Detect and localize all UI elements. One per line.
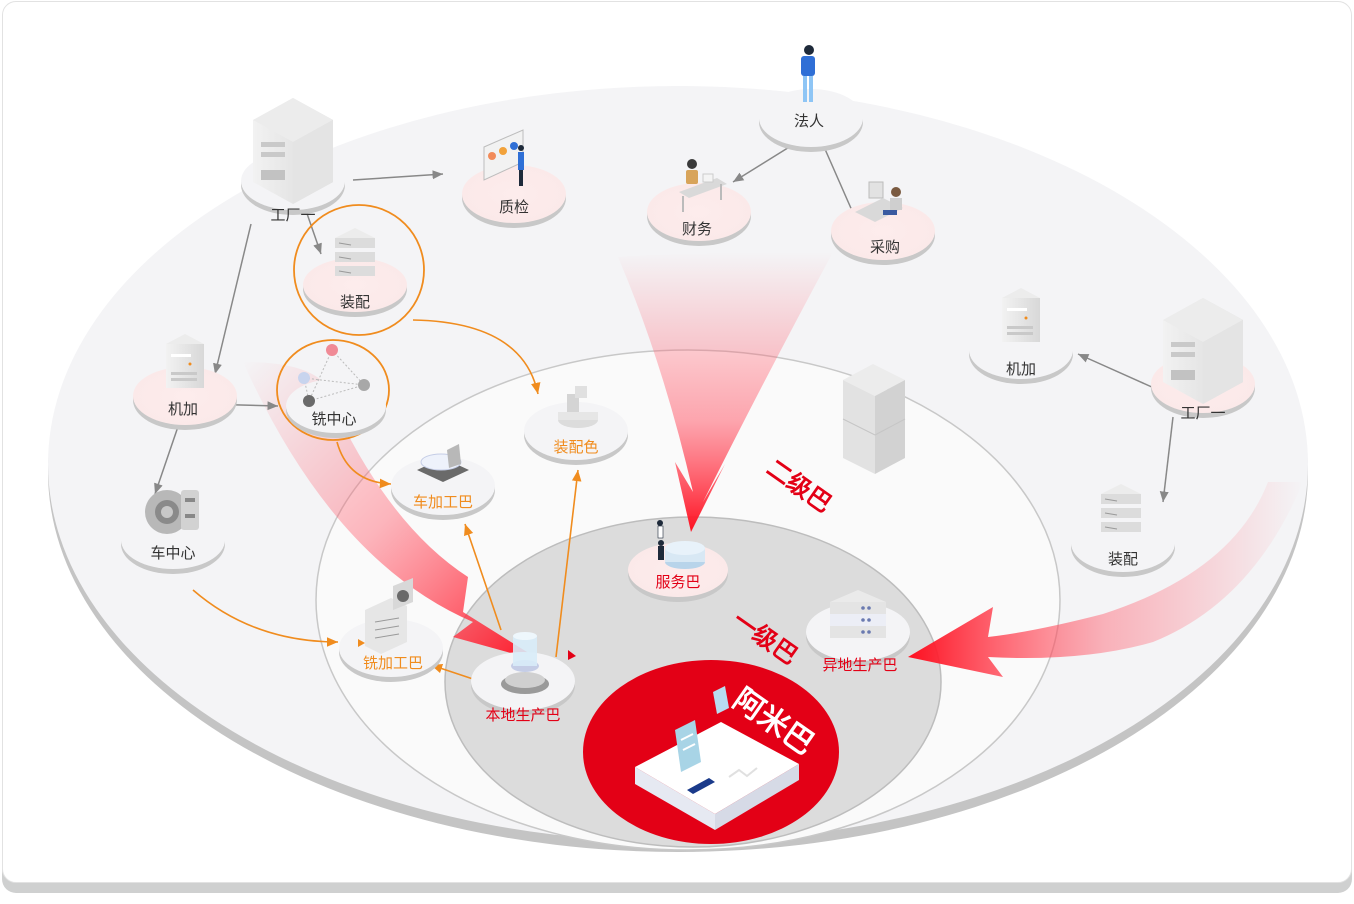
- node-turning-center[interactable]: 车中心: [121, 490, 225, 574]
- stacked-layers-icon: [335, 228, 375, 276]
- node-service-ba[interactable]: 服务巴: [628, 520, 728, 602]
- desk-worker-icon: [679, 159, 727, 212]
- node-assembly-right[interactable]: 装配: [1071, 484, 1175, 577]
- server-rack-icon: [830, 590, 886, 638]
- arrow-factory-to-quality: [352, 170, 444, 181]
- node-turning-ba[interactable]: 车加工巴: [391, 444, 495, 520]
- arrow-local-to-turning-ba: [464, 523, 502, 631]
- red-pointer-marker: [568, 650, 576, 660]
- server-small-icon: [166, 334, 204, 388]
- diagram-card: 工厂一 质检 法人: [2, 1, 1352, 883]
- node-label: 铣加工巴: [363, 654, 423, 672]
- node-milling-center[interactable]: 铣中心: [276, 339, 390, 441]
- node-label: 本地生产巴: [485, 706, 560, 724]
- node-factory-right[interactable]: 工厂一: [1151, 298, 1255, 422]
- node-label: 机加: [1006, 360, 1036, 378]
- node-label: 财务: [682, 220, 712, 238]
- person-standing-icon: [801, 45, 815, 102]
- arrow-factory-right-to-machining: [1077, 353, 1164, 393]
- node-label: 装配: [340, 293, 370, 311]
- node-legal-person[interactable]: 法人: [759, 45, 863, 152]
- node-label: 工厂一: [1180, 404, 1225, 422]
- arrow-turning-to-milling-ba: [192, 589, 339, 647]
- node-finance[interactable]: 财务: [647, 159, 751, 246]
- arrow-local-to-assembly-ba: [555, 469, 582, 658]
- node-local-production-ba[interactable]: 本地生产巴: [471, 632, 575, 724]
- node-label: 机加: [168, 400, 198, 418]
- document-chart-icon: [365, 578, 413, 654]
- node-assembly-ba[interactable]: 装配色: [524, 386, 628, 465]
- red-flow-arrow-right: [908, 482, 1303, 677]
- red-flow-arrow-top: [618, 252, 833, 532]
- node-assembly-left[interactable]: 装配: [293, 204, 425, 336]
- desk-worker-icon: [855, 181, 903, 222]
- node-label: 服务巴: [655, 573, 700, 591]
- lathe-icon: [417, 444, 469, 482]
- node-remote-production-ba[interactable]: 异地生产巴: [806, 590, 910, 674]
- orange-connectors: [192, 319, 582, 680]
- storage-boxes-icon: [842, 364, 906, 474]
- printer-device-icon: [635, 686, 799, 830]
- arrow-assembly-to-assembly-ba: [412, 319, 541, 395]
- blocks-icon: [558, 386, 598, 428]
- node-procurement[interactable]: 采购: [831, 181, 935, 265]
- gear-icon: [145, 490, 199, 534]
- orange-pointer-marker: [358, 639, 365, 647]
- node-factory-left[interactable]: 工厂一: [241, 98, 345, 224]
- arrow-local-to-milling-ba: [430, 663, 474, 680]
- node-label: 装配: [1108, 550, 1138, 568]
- node-label: 装配色: [553, 438, 598, 456]
- server-small-icon: [1002, 288, 1040, 342]
- people-database-icon: [657, 520, 705, 569]
- node-label: 质检: [499, 198, 529, 216]
- node-label: 工厂一: [270, 206, 315, 224]
- node-label: 异地生产巴: [822, 656, 897, 674]
- beaker-icon: [501, 632, 549, 694]
- node-label: 法人: [794, 112, 824, 130]
- highlight-ring: [293, 204, 425, 336]
- node-label: 采购: [870, 238, 900, 256]
- node-machining-left[interactable]: 机加: [133, 334, 237, 430]
- network-nodes-icon: [298, 344, 370, 407]
- arrow-factory-right-to-assembly: [1159, 416, 1174, 503]
- node-quality-check[interactable]: 质检: [462, 129, 566, 228]
- amoeba-diagram: 工厂一 质检 法人: [48, 45, 1308, 852]
- stacked-layers-icon: [1101, 484, 1141, 532]
- server-tower-icon: [1163, 298, 1243, 404]
- core-amoeba[interactable]: 阿米巴: [583, 660, 839, 844]
- node-label: 铣中心: [311, 410, 356, 428]
- node-label: 车中心: [150, 544, 195, 562]
- red-flow-arrow-left: [243, 362, 543, 662]
- arrow-factory-to-machining: [213, 223, 252, 375]
- highlight-ring: [276, 339, 390, 441]
- arrow-milling-to-turning-ba: [336, 441, 392, 489]
- server-tower-icon: [253, 98, 333, 204]
- node-milling-ba[interactable]: 铣加工巴: [339, 578, 443, 682]
- node-label: 车加工巴: [413, 493, 473, 511]
- node-machining-right[interactable]: 机加: [969, 288, 1073, 384]
- presentation-board-icon: [483, 129, 524, 186]
